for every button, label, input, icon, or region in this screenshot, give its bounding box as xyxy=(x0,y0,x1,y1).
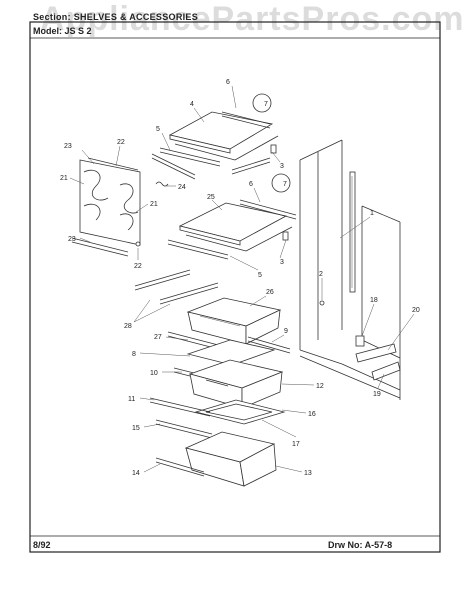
note-symbol xyxy=(271,173,291,193)
callout-number: 11 xyxy=(128,396,135,403)
callout-number: 8 xyxy=(132,351,136,358)
callout-number: 21 xyxy=(150,201,158,208)
callout-number: 10 xyxy=(150,370,158,377)
callout-number: 15 xyxy=(132,425,140,432)
middle-shelf-assembly xyxy=(167,199,297,260)
callout-number: 21 xyxy=(60,175,68,182)
callout-number: 26 xyxy=(266,289,274,296)
callout-number: 5 xyxy=(258,272,262,279)
footer-date: 8/92 xyxy=(33,540,51,550)
callout-number: 28 xyxy=(124,323,132,330)
diagram-border xyxy=(29,21,441,553)
watermark: AppliancePartsPros.com xyxy=(40,0,463,38)
callout-number: 14 xyxy=(132,470,140,477)
callout-number: 27 xyxy=(154,334,162,341)
callout-number: 9 xyxy=(284,328,288,335)
top-shelf-assembly xyxy=(151,111,279,180)
callout-labels: 6 7 4 5 3 24 6 7 25 3 5 1 2 18 20 19 23 … xyxy=(60,79,420,477)
callout-number: 6 xyxy=(249,181,253,188)
rail-assembly xyxy=(134,269,219,305)
leader-lines xyxy=(69,85,415,473)
callout-number: 22 xyxy=(117,139,125,146)
clip-part xyxy=(155,181,169,187)
drawing-number: Drw No: A-57-8 xyxy=(328,540,393,550)
middle-drawer-assembly xyxy=(188,359,284,409)
callout-number: 7 xyxy=(264,101,268,108)
callout-number: 23 xyxy=(68,236,76,243)
upper-drawer-assembly xyxy=(186,297,282,345)
side-rack-assembly xyxy=(71,157,141,257)
callout-number: 13 xyxy=(304,470,312,477)
callout-number: 5 xyxy=(156,126,160,133)
callout-number: 2 xyxy=(319,271,323,278)
note-symbol xyxy=(252,93,272,113)
callout-number: 18 xyxy=(370,297,378,304)
callout-number: 7 xyxy=(283,181,287,188)
callout-number: 23 xyxy=(64,143,72,150)
callout-number: 6 xyxy=(226,79,230,86)
callout-number: 4 xyxy=(190,101,194,108)
callout-number: 12 xyxy=(316,383,324,390)
callout-number: 3 xyxy=(280,163,284,170)
lower-frame-assembly xyxy=(149,397,286,439)
callout-number: 3 xyxy=(280,259,284,266)
section-title: Section: SHELVES & ACCESSORIES xyxy=(33,12,199,22)
callout-number: 24 xyxy=(178,184,186,191)
callout-number: 1 xyxy=(370,210,374,217)
cabinet-liner xyxy=(299,139,401,400)
callout-number: 20 xyxy=(412,307,420,314)
callout-number: 22 xyxy=(134,263,142,270)
callout-number: 25 xyxy=(207,194,215,201)
callout-number: 17 xyxy=(292,441,300,448)
lower-bin-assembly xyxy=(155,431,277,487)
model-label: Model: JS S 2 xyxy=(33,26,92,36)
callout-number: 19 xyxy=(373,391,381,398)
callout-number: 16 xyxy=(308,411,316,418)
